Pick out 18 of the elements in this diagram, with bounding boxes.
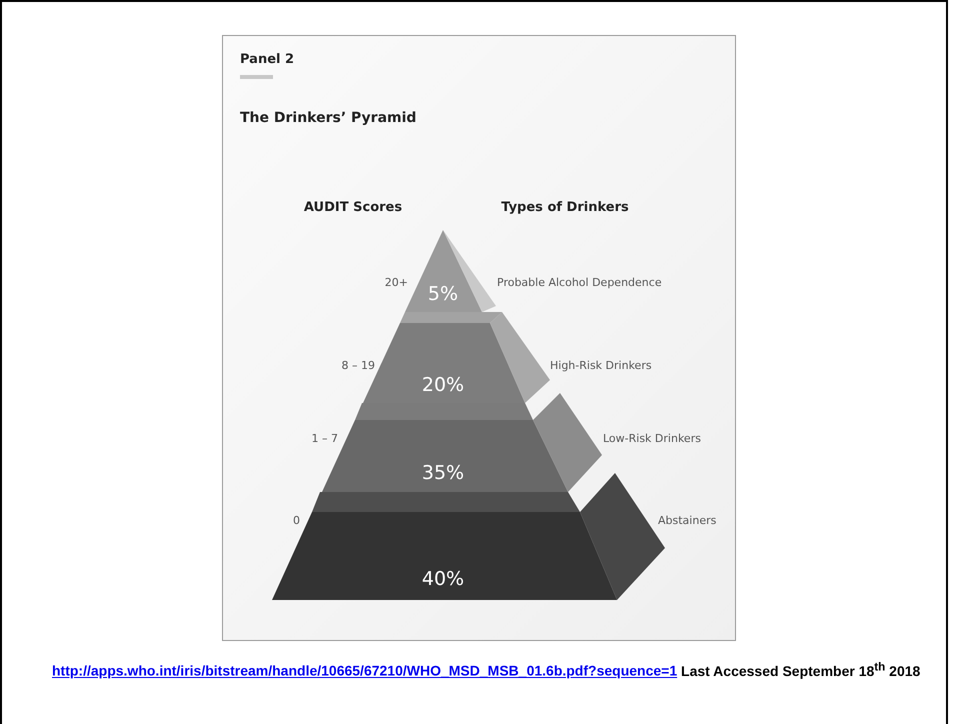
column-heading: Types of Drinkers [501,200,629,215]
percentage-label: 20% [422,374,464,396]
panel-label: Panel 2 [240,52,294,67]
percentage-label: 5% [428,283,458,305]
pyramid-title: The Drinkers’ Pyramid [240,110,416,126]
source-link: http://apps.who.int/iris/bitstream/handle/10665/67210/WHO_MSD_MSB_01.6b.pdf?sequence=1 [52,662,678,679]
column-heading: AUDIT Scores [304,200,402,215]
drinker-type-label: High-Risk Drinkers [550,359,652,372]
drinker-type-label: Low-Risk Drinkers [603,432,701,445]
drinker-type-label: Probable Alcohol Dependence [497,276,662,289]
drinker-type-label: Abstainers [658,514,716,527]
access-date-note: Last Accessed September 18$^{th}$ 2018 [681,662,920,679]
audit-score-range: 8 – 19 [342,359,375,372]
audit-score-range: 1 – 7 [312,432,338,445]
percentage-label: 40% [422,568,464,590]
audit-score-range: 20+ [384,276,408,289]
percentage-label: 35% [422,462,464,484]
audit-score-range: 0 [293,514,300,527]
